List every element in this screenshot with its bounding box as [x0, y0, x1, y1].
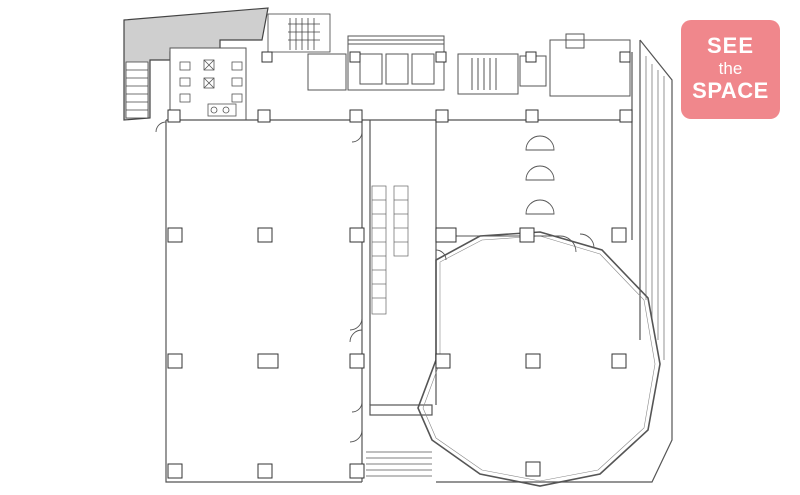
column — [257, 463, 273, 479]
central-stair — [371, 185, 409, 315]
badge-line-the: the — [718, 59, 743, 78]
stair-left — [125, 61, 149, 119]
column — [435, 227, 457, 243]
column — [519, 227, 535, 243]
column — [167, 463, 183, 479]
column — [435, 51, 447, 63]
column — [349, 463, 365, 479]
column — [257, 109, 271, 123]
column — [619, 109, 633, 123]
column — [349, 227, 365, 243]
column — [619, 51, 631, 63]
doors — [155, 121, 595, 443]
washroom-fixtures — [179, 59, 243, 117]
badge-line-space: SPACE — [692, 78, 769, 103]
see-the-space-badge[interactable]: SEE the SPACE — [681, 20, 780, 119]
column — [349, 353, 365, 369]
stepped-seating — [645, 56, 665, 360]
column — [525, 51, 537, 63]
column — [611, 353, 627, 369]
top-service-rooms — [307, 33, 631, 97]
column — [525, 353, 541, 369]
structural-columns — [167, 51, 633, 479]
column — [167, 353, 183, 369]
column — [349, 109, 363, 123]
column — [257, 227, 273, 243]
round-hall-inner — [422, 235, 656, 482]
column — [435, 109, 449, 123]
column — [167, 109, 181, 123]
badge-line-see: SEE — [706, 33, 755, 58]
entrance-steps — [366, 451, 432, 477]
column — [261, 51, 273, 63]
column — [611, 227, 627, 243]
column — [257, 353, 279, 369]
round-hall — [417, 231, 661, 487]
stair-top — [267, 13, 331, 53]
column — [435, 353, 451, 369]
column — [525, 461, 541, 477]
column — [525, 109, 539, 123]
column — [349, 51, 361, 63]
column — [167, 227, 183, 243]
